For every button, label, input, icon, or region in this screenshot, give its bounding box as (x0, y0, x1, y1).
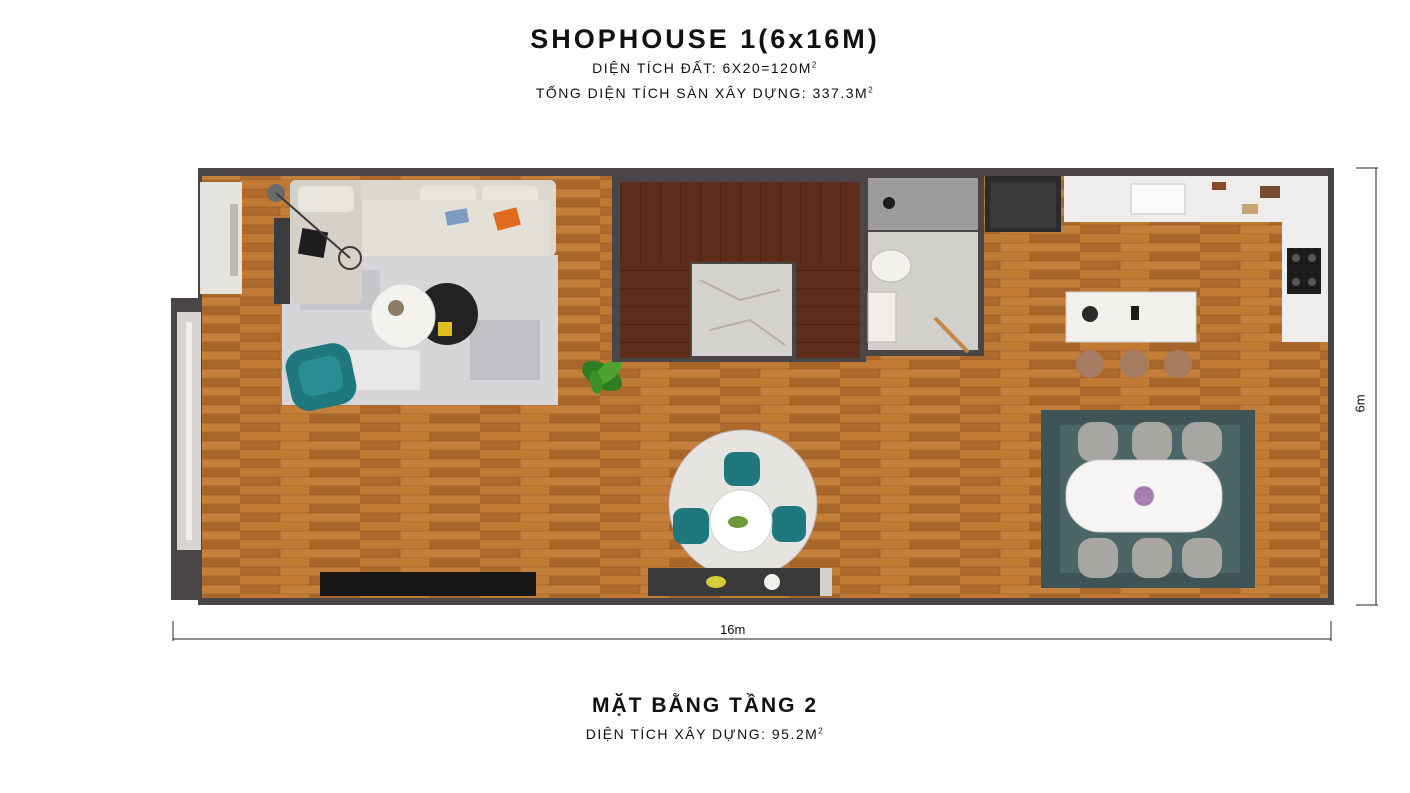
superscript: 2 (818, 726, 825, 736)
bathroom (862, 176, 984, 356)
kitchen-island (1065, 291, 1197, 378)
depth-dimension-label: 6m (1352, 394, 1368, 413)
land-area-label: DIỆN TÍCH ĐẤT: 6X20=120M2 (592, 60, 818, 76)
coffee-tables (370, 283, 478, 349)
width-dimension-label: 16m (720, 622, 746, 637)
superscript: 2 (811, 60, 818, 70)
sofa (274, 180, 556, 304)
page-title: SHOPHOUSE 1(6x16M) (530, 24, 880, 54)
superscript: 2 (868, 85, 875, 95)
dimension-line-width (172, 621, 1332, 641)
tv-cabinet (320, 572, 536, 596)
round-table-set (668, 429, 818, 579)
dimension-line-depth (1356, 167, 1378, 606)
staircase (612, 176, 866, 362)
plant (582, 360, 622, 394)
balcony-glass (177, 182, 242, 550)
kitchen (985, 176, 1328, 342)
dining-area (1041, 410, 1255, 588)
armchair (285, 343, 357, 411)
floor-plan-title: MẶT BẰNG TẦNG 2 (592, 694, 818, 717)
build-area-label: DIỆN TÍCH XÂY DỰNG: 95.2M2 (585, 726, 825, 742)
floor-lamp (267, 184, 362, 270)
total-floor-area-label: TỔNG DIỆN TÍCH SÀN XÂY DỰNG: 337.3M2 (535, 85, 875, 101)
console-table (648, 568, 832, 596)
